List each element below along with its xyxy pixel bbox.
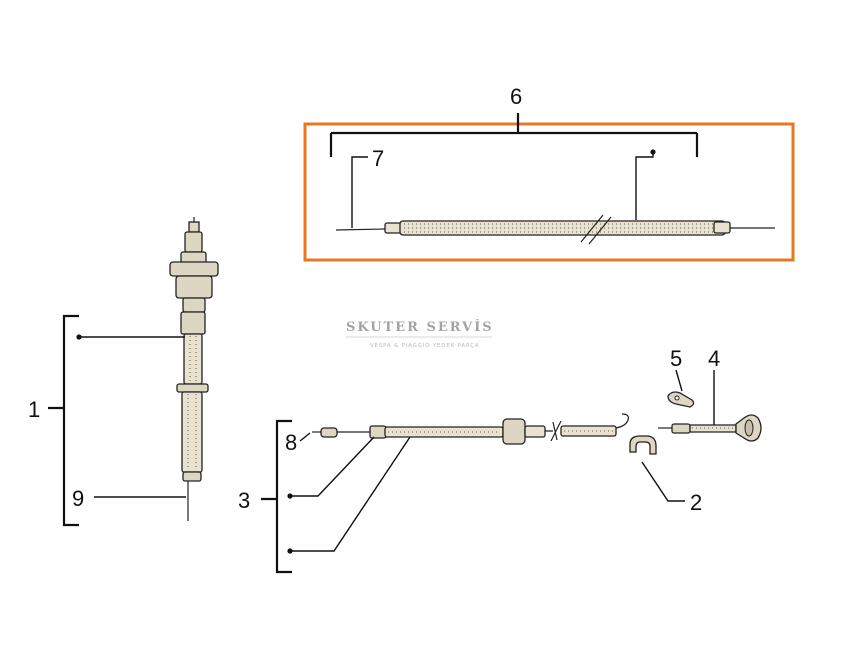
leader-2 [641,461,685,502]
clip-part-2 [629,435,657,455]
leader-3b [290,436,411,552]
knob-part-4 [658,414,762,442]
callout-6: 6 [510,84,522,109]
vertical-cable-assembly [169,217,219,521]
callout-9: 9 [72,486,84,511]
callout-3: 3 [238,488,250,513]
watermark-title: SKUTER SERVİS [346,319,494,335]
leader-3a [290,436,375,497]
bracket-3 [261,419,292,574]
callout-5: 5 [670,346,682,371]
bracket-6 [329,113,699,157]
pin-part-5 [667,391,695,408]
bracket-1 [48,314,79,527]
leader-5 [675,369,683,392]
callout-4: 4 [708,346,720,371]
highlight-box[interactable] [303,122,795,262]
horizontal-cable-assembly [312,413,629,445]
callout-7: 7 [372,146,384,171]
leader-1-point [76,334,82,340]
leader-7 [351,156,368,228]
callout-1: 1 [28,397,40,422]
callout-2: 2 [690,490,702,515]
leader-3b-point [287,548,293,554]
break-mark [580,214,612,245]
watermark-subtitle: VESPA & PIAGGIO YEDEK PARÇA [370,343,479,349]
leader-3a-point [287,493,293,499]
cable-6 [335,214,775,245]
leader-8 [299,432,311,442]
watermark: SKUTER SERVİS VESPA & PIAGGIO YEDEK PARÇ… [346,319,494,349]
leader-6-dot [635,152,654,220]
leader-6-point [650,149,656,155]
callout-8: 8 [285,430,297,455]
